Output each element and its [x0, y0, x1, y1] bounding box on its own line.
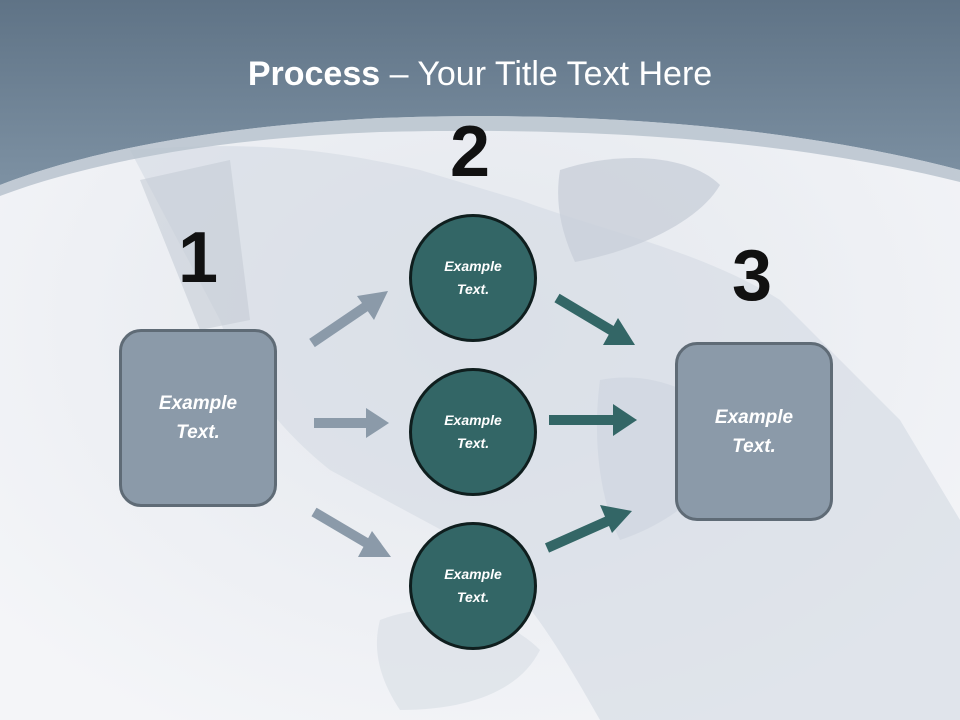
step-2-number: 2	[450, 112, 491, 192]
circle-bottom-line2: Text.	[456, 589, 490, 605]
circle-middle-line2: Text.	[456, 435, 490, 451]
step-3-label-line1: Example	[714, 406, 794, 428]
step-3-label-line2: Text.	[732, 435, 776, 457]
step-1-number: 1	[178, 218, 219, 298]
circle-middle-line1: Example	[444, 412, 502, 428]
title-rest: – Your Title Text Here	[380, 55, 713, 93]
header-band	[0, 0, 960, 196]
step-1-label-line1: Example	[158, 393, 238, 414]
circle-top: Example Text.	[409, 214, 537, 342]
step-3-box: Example Text.	[675, 342, 833, 521]
circle-top-line1: Example	[444, 258, 502, 274]
step-1-label-line2: Text.	[176, 422, 220, 443]
circle-middle: Example Text.	[409, 368, 537, 496]
step-1-box: Example Text.	[119, 329, 277, 507]
circle-top-line2: Text.	[456, 281, 490, 297]
slide-title: Process – Your Title Text Here	[0, 52, 960, 96]
circle-bottom: Example Text.	[409, 522, 537, 650]
circle-bottom-line1: Example	[444, 566, 502, 582]
step-3-number: 3	[732, 236, 773, 316]
title-bold: Process	[247, 55, 381, 93]
